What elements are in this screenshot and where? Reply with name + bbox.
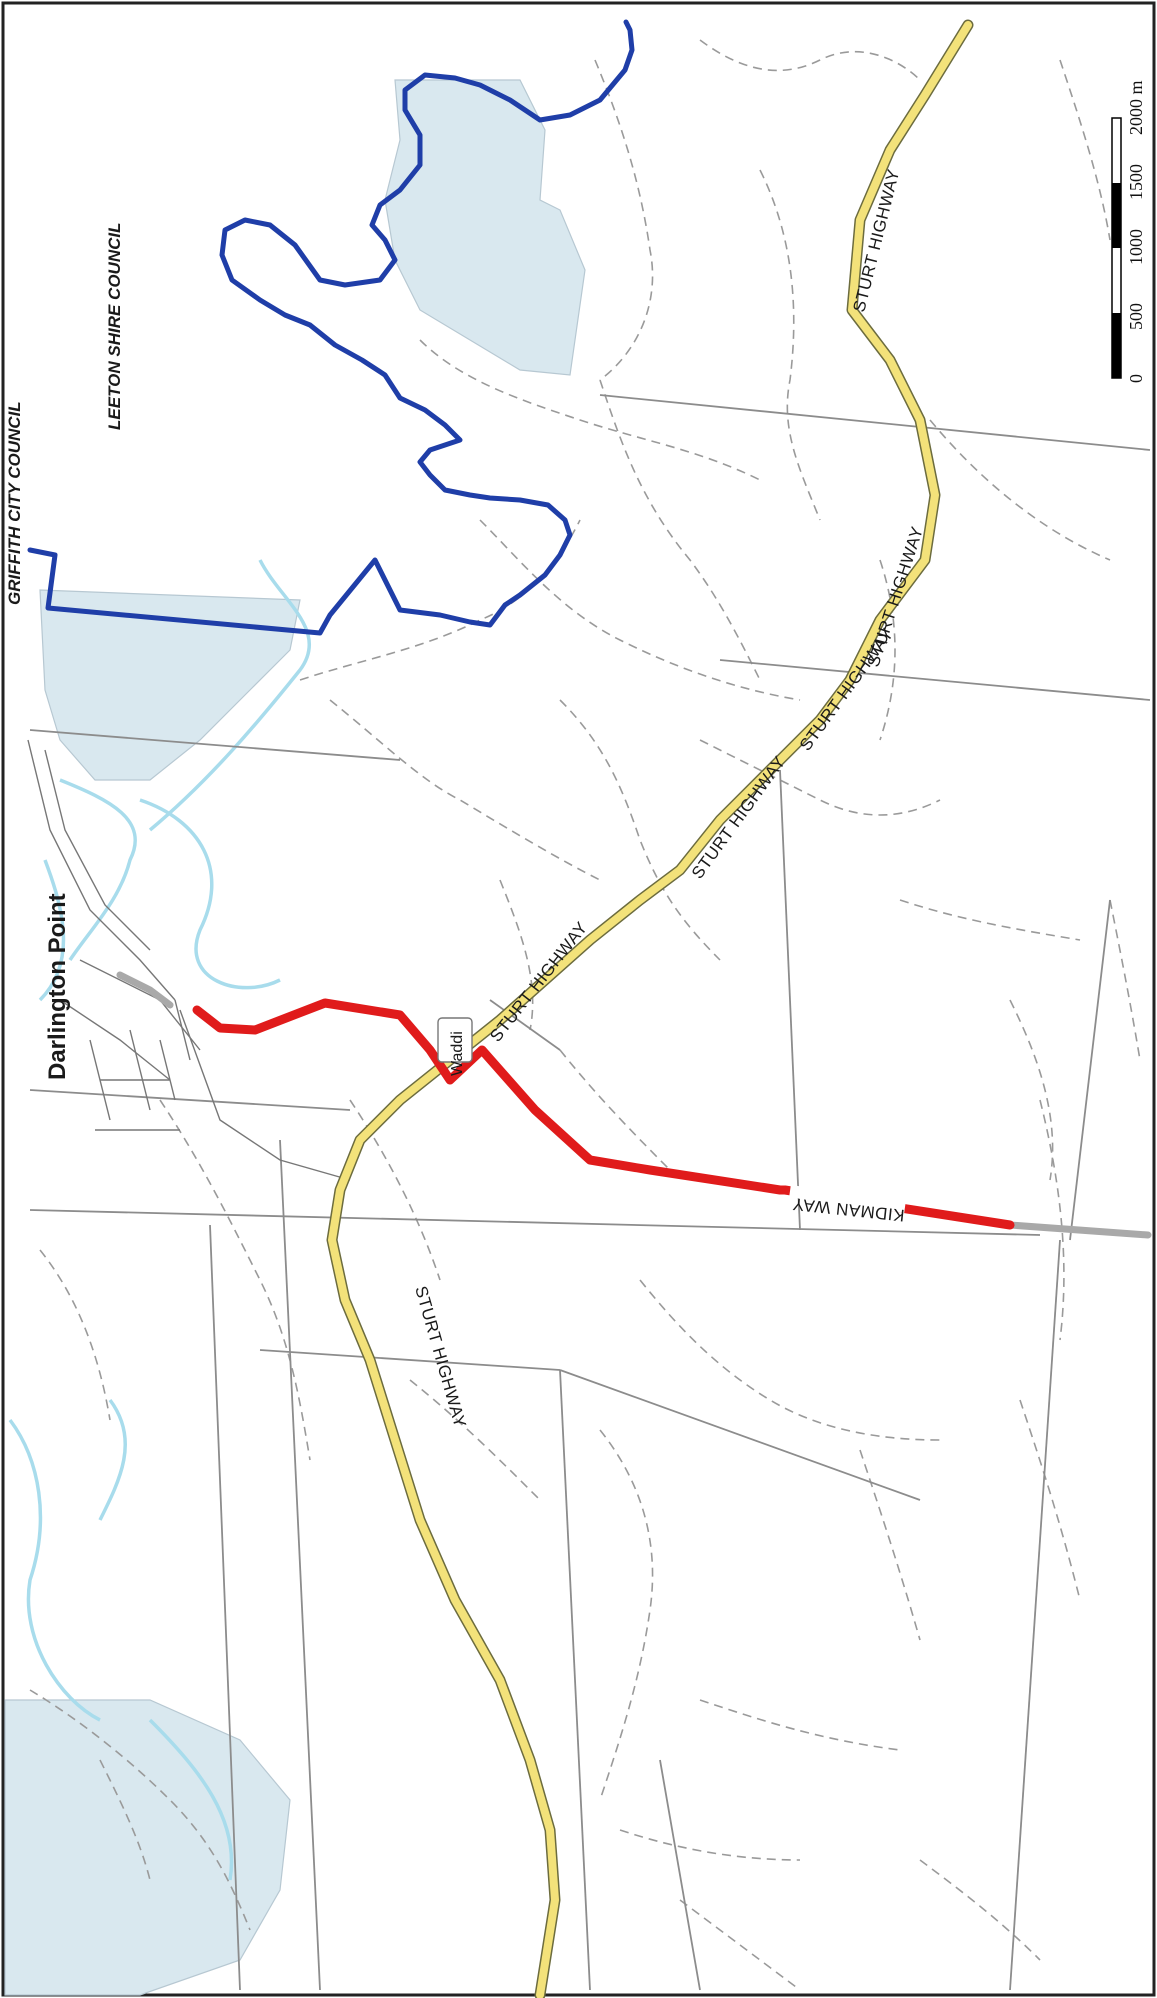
route-label-gap [789,1185,906,1213]
local-road [29,729,401,761]
state-forest-area [39,589,301,781]
sturt-highway [326,19,974,1998]
track [479,519,801,701]
track [39,1249,111,1421]
highway-label: STURT HIGHWAY [688,753,790,883]
local-roads [29,394,1151,1991]
town-street [179,1009,351,1181]
town-approach-road [116,971,174,1009]
track [679,1899,801,1991]
local-road [779,769,801,1231]
scale-bar-segment [1112,183,1121,248]
town-street [27,739,176,1001]
town-street [129,1029,151,1111]
track [559,1049,681,1181]
local-road [559,1369,591,1991]
scale-tick-0: 0 [1126,374,1146,383]
track [499,879,534,1031]
track [929,419,1111,561]
track [899,899,1081,941]
track [599,379,761,681]
track [559,699,721,961]
town-street [159,1039,176,1101]
track [99,1759,151,1881]
track [699,39,921,81]
highway-line [328,21,972,1998]
track [859,1449,921,1641]
local-road [559,1369,921,1501]
local-road [209,1224,241,1991]
creek-line [139,798,281,990]
state-forest-area [384,79,586,376]
water-courses [8,559,312,1881]
highway-label: STURT HIGHWAY [486,918,591,1045]
creek-line [38,859,66,1002]
council-label-leeton: LEETON SHIRE COUNCIL [105,223,124,430]
track [699,1699,901,1751]
track [594,59,654,381]
local-road [29,1089,351,1111]
creek-line [148,559,312,832]
track [409,1379,541,1501]
creek-line [8,1418,101,1722]
town-street-grid [27,739,351,1181]
scale-tick-1000: 1000 [1126,229,1146,265]
creek-line [98,1398,127,1521]
local-road [599,394,1151,451]
highway-casing [326,19,974,1998]
scale-tick-1500: 1500 [1126,164,1146,200]
local-road [259,1349,561,1371]
local-road [719,659,1151,701]
track [1039,1099,1065,1341]
creek-line [148,1718,234,1881]
town-street [79,959,201,1051]
scale-bar: 0 500 1000 1500 2000 m [1111,80,1146,383]
track [349,1099,441,1281]
track [1109,899,1141,1061]
creek-line [59,778,137,961]
track [1059,59,1111,241]
kidman-way-continuation [1006,1221,1152,1239]
state-forest-area [4,1699,291,1996]
track [919,1859,1041,1961]
waddi-marker [437,1017,473,1063]
track [29,1689,251,1931]
town-street [44,749,151,951]
council-boundary-line [27,19,635,636]
town-street [174,999,191,1061]
scale-bar-segment [1112,313,1121,378]
town-street [59,999,171,1081]
kidman-way-route [192,998,1015,1230]
track [1009,999,1054,1181]
map-labels: Darlington Point Waddi LEETON SHIRE COUN… [5,167,927,1430]
track [419,339,761,481]
town-label: Darlington Point [44,893,71,1080]
council-label-griffith: GRIFFITH CITY COUNCIL [5,401,24,605]
track [879,559,896,741]
local-road [489,999,561,1051]
local-road [1069,899,1111,1241]
local-road [29,1209,1041,1236]
scale-tick-500: 500 [1126,303,1146,330]
track [1019,1399,1081,1601]
track [329,699,601,881]
locality-label: Waddi [449,1031,466,1076]
track [159,1099,311,1461]
highway-label: STURT HIGHWAY [411,1284,470,1430]
state-land-areas [4,79,586,1996]
track [759,169,821,521]
highway-label: STURT HIGHWAY [796,625,898,755]
scale-tick-2000: 2000 m [1126,80,1146,135]
local-road [279,1139,321,1991]
local-road [659,1759,701,1991]
local-road [1009,1239,1061,1991]
track [599,1429,654,1801]
track [619,1829,801,1861]
